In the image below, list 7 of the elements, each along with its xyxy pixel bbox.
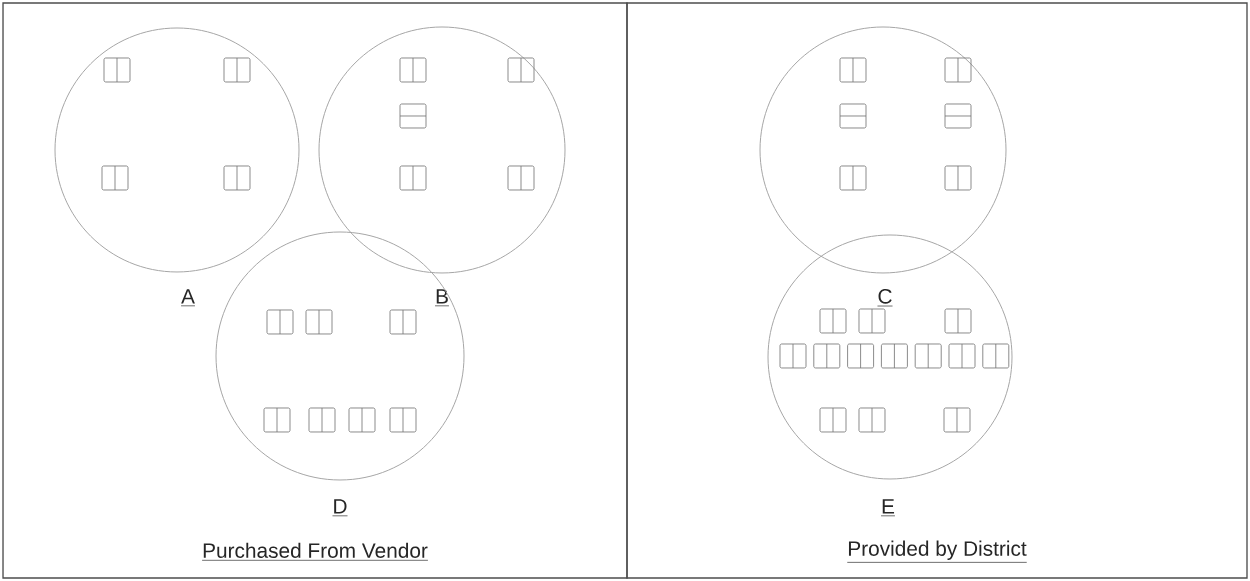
letter-label: B <box>434 289 450 307</box>
panel-heading: Provided by District <box>846 540 1028 563</box>
panel-heading: Purchased From Vendor <box>201 542 429 561</box>
letter-label: A <box>180 289 196 307</box>
letter-label: D <box>332 499 348 517</box>
letter-label: C <box>877 288 893 307</box>
letter-label: E <box>880 499 896 517</box>
